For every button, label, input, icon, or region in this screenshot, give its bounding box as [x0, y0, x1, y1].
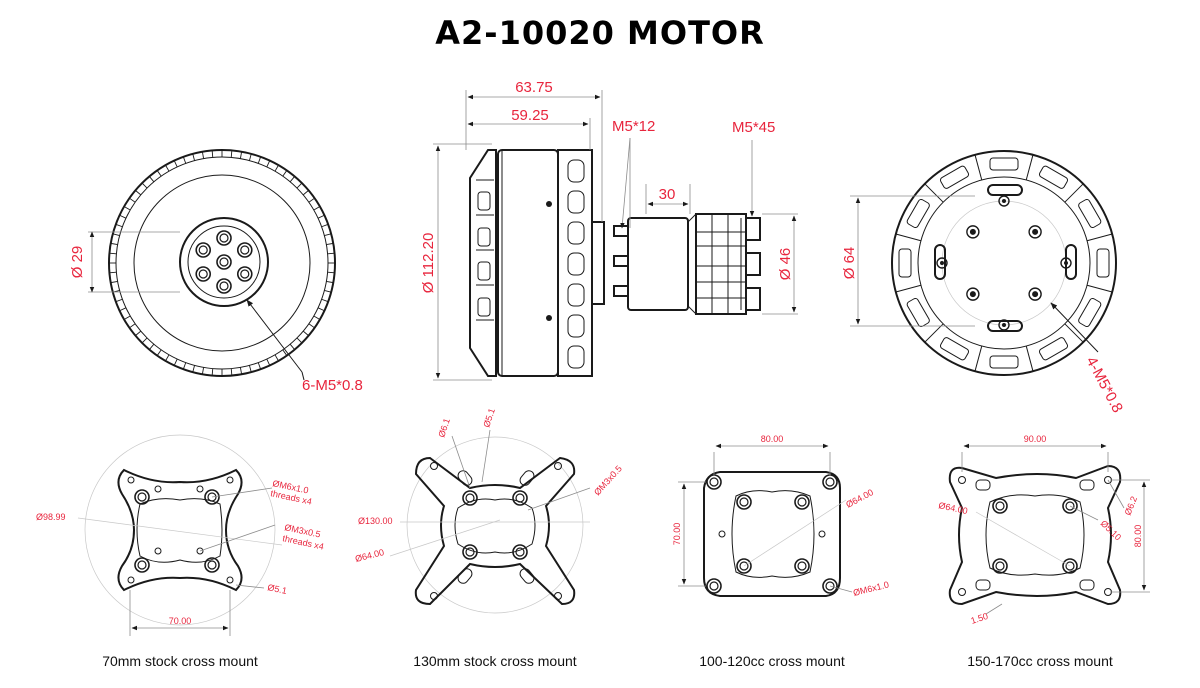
mount4-dim-2: Ø6.2	[1123, 495, 1140, 517]
mount2-dim-1: Ø5.1	[481, 407, 497, 429]
side-screws	[613, 225, 629, 297]
mount4-caption: 150-170cc cross mount	[967, 653, 1113, 669]
mount2-dim-2: ØM3x0.5	[592, 464, 624, 498]
page-title: A2-10020 MOTOR	[435, 14, 765, 52]
mount4-dim-5: 1.50	[970, 611, 990, 626]
side-rotor-ribs	[567, 159, 585, 369]
mount-100-120cc: 80.00 Ø64.00 70.00 ØM6x1.0 100-120cc cro…	[672, 434, 890, 669]
side-label-m5-12: M5*12	[612, 118, 655, 135]
mount4-dim-1: Ø64.00	[938, 500, 969, 516]
side-dim-length-total: 63.75	[515, 79, 553, 96]
mount-70mm: Ø98.99 ØM6x1.0 threads x4 ØM3x0.5 thread…	[36, 434, 325, 669]
side-dim-diameter: Ø 112.20	[420, 233, 437, 294]
side-end-bolts	[740, 217, 761, 311]
back-holes	[936, 195, 1072, 331]
mount1-dim-6: 70.00	[169, 616, 192, 626]
mount4-dim-0: 90.00	[1024, 434, 1047, 444]
mount2-dim-4: Ø64.00	[354, 547, 385, 564]
back-dim-bolt-circle: Ø 64	[841, 247, 858, 280]
front-hub-inner	[187, 225, 261, 299]
front-dim-bolts: 6-M5*0.8	[302, 377, 363, 394]
side-view: 63.75 59.25 Ø 112.20 M5*12 M5*45 30 Ø 46	[420, 79, 798, 381]
side-adapter	[627, 217, 689, 311]
mount1-caption: 70mm stock cross mount	[102, 653, 258, 669]
side-dim-adapter-dia: Ø 46	[777, 248, 794, 281]
front-rim-ticks	[109, 150, 335, 376]
front-hub	[179, 217, 269, 307]
side-flange	[591, 221, 605, 305]
mount3-caption: 100-120cc cross mount	[699, 653, 845, 669]
side-stator	[497, 149, 559, 377]
back-outer-rim	[891, 150, 1117, 376]
mount3-dim-1: Ø64.00	[844, 487, 875, 510]
front-leader-tail	[301, 371, 305, 381]
front-bell	[133, 174, 311, 352]
front-view: Ø 29 6-M5*0.8	[69, 149, 363, 394]
side-label-m5-45: M5*45	[732, 119, 775, 136]
back-rim-pockets	[895, 154, 1113, 372]
side-fins	[469, 149, 497, 377]
back-bolt-circle	[941, 200, 1067, 326]
back-view: Ø 64 4-M5*0.8	[841, 150, 1126, 416]
front-hub-bolts	[195, 230, 253, 294]
mount2-dim-3: Ø130.00	[358, 516, 393, 526]
mount3-dim-0: 80.00	[761, 434, 784, 444]
side-dim-length-body: 59.25	[511, 107, 549, 124]
front-dim-shaft-dia: Ø 29	[69, 246, 86, 279]
mount4-dim-4: 80.00	[1133, 525, 1143, 548]
mount2-caption: 130mm stock cross mount	[413, 653, 576, 669]
mount-130mm: Ø6.1 Ø5.1 ØM3x0.5 Ø130.00 Ø64.00 130mm s…	[354, 407, 624, 669]
front-leader-bolts	[246, 299, 303, 373]
mount1-dim-5: Ø5.1	[267, 582, 288, 596]
mount1-dim-0: Ø98.99	[36, 512, 66, 522]
side-dim-standoff: 30	[659, 186, 676, 203]
mount2-dim-0: Ø6.1	[436, 417, 452, 439]
mount3-dim-3: ØM6x1.0	[852, 579, 890, 598]
mount-150-170cc: 90.00 Ø64.00 Ø6.2 Ø5.10 80.00 1.50 150-1…	[938, 434, 1150, 669]
mount3-dim-2: 70.00	[672, 523, 682, 546]
back-inner-ring	[917, 176, 1091, 350]
front-inner-rim	[115, 156, 329, 370]
side-standoffs	[695, 213, 747, 315]
back-dim-bolts: 4-M5*0.8	[1082, 354, 1126, 416]
